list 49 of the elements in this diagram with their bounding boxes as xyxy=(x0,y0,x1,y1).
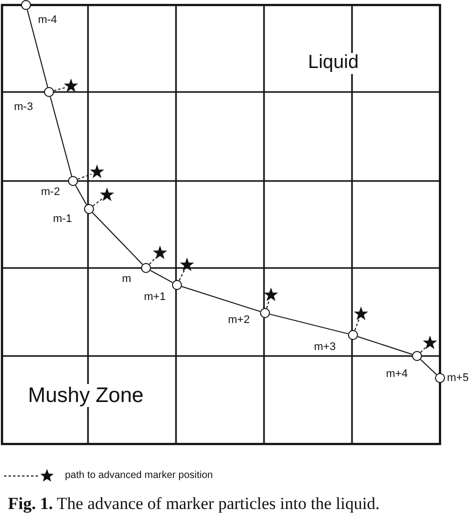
path-line xyxy=(420,359,437,375)
dashed-path-line xyxy=(420,346,426,353)
marker-label: m-4 xyxy=(38,14,57,26)
marker-label: m+3 xyxy=(314,341,336,353)
advanced-marker-star xyxy=(353,306,369,322)
marker-label: m+2 xyxy=(228,314,250,326)
advanced-marker-star xyxy=(179,257,195,273)
advanced-marker-star xyxy=(152,245,168,261)
path-line xyxy=(269,314,349,334)
marker-label: m+4 xyxy=(386,368,408,380)
marker-circle xyxy=(260,308,270,318)
marker-label: m+5 xyxy=(447,372,469,384)
marker-circle xyxy=(84,204,94,214)
marker-circle xyxy=(348,330,358,340)
advanced-marker-star xyxy=(89,164,105,180)
marker-circle xyxy=(44,87,54,97)
path-line xyxy=(181,286,261,312)
dashed-path-line xyxy=(92,198,103,206)
path-line xyxy=(150,270,174,284)
advanced-marker-star xyxy=(263,287,279,303)
marker-label: m xyxy=(122,273,132,285)
dashed-path-line xyxy=(266,300,270,309)
marker-label: m+1 xyxy=(144,291,166,303)
dashed-path-line xyxy=(148,256,156,265)
marker-circle xyxy=(435,373,445,383)
path-line xyxy=(75,184,87,206)
path-line xyxy=(26,9,48,88)
advanced-marker-star xyxy=(63,78,79,94)
legend-text: path to advanced marker position xyxy=(65,470,213,481)
marker-circle xyxy=(412,351,422,361)
marker-circle xyxy=(172,280,182,290)
advanced-marker-star xyxy=(99,187,115,203)
path-line xyxy=(50,96,72,177)
dashed-path-line xyxy=(77,174,92,180)
dashed-path-line xyxy=(53,87,66,92)
dashed-path-line xyxy=(354,319,360,331)
marker-circle xyxy=(68,176,78,186)
region-label: Mushy Zone xyxy=(28,384,144,408)
path-line xyxy=(92,212,143,265)
figure-caption: Fig. 1. The advance of marker particles into the liquid. xyxy=(8,494,380,514)
marker-circle xyxy=(21,0,31,10)
dashed-path-line xyxy=(178,270,185,281)
marker-label: m-1 xyxy=(53,213,72,225)
marker-circle xyxy=(141,263,151,273)
marker-label: m-3 xyxy=(14,101,33,113)
path-line xyxy=(357,336,413,355)
marker-label: m-2 xyxy=(41,186,60,198)
advanced-marker-star xyxy=(422,335,438,351)
region-label: Liquid xyxy=(308,53,359,74)
